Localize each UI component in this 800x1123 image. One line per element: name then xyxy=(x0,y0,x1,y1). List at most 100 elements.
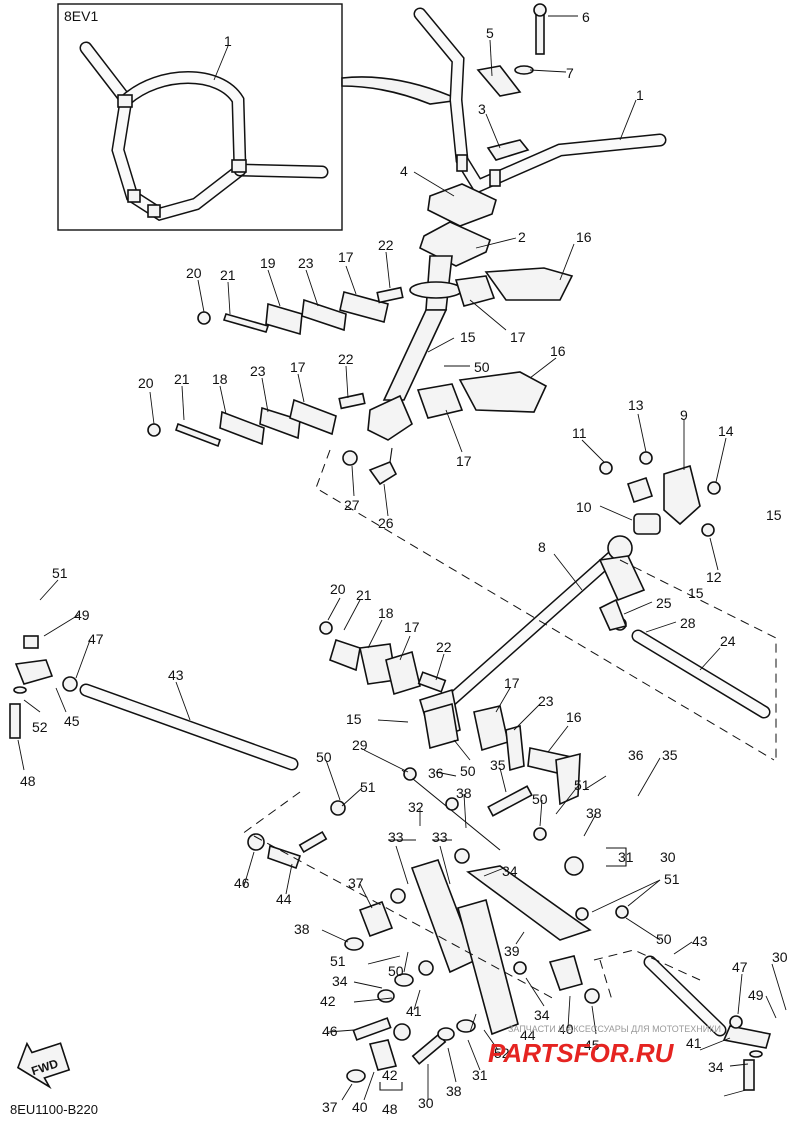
callout-labels: 1 6 5 7 3 1 4 2 16 22 20 21 19 23 17 17 … xyxy=(20,9,788,1117)
callout-29: 29 xyxy=(352,737,368,753)
callout-44-b: 40 xyxy=(558,1021,574,1037)
callout-26: 26 xyxy=(378,515,394,531)
inset-title: 8EV1 xyxy=(64,8,98,24)
callout-30-a: 30 xyxy=(660,849,676,865)
callout-7: 7 xyxy=(566,65,574,81)
callout-30-b: 44 xyxy=(520,1027,536,1043)
callout-15-d: 15 xyxy=(346,711,362,727)
inset-handlebar xyxy=(79,41,329,222)
callout-23-a: 23 xyxy=(298,255,314,271)
callout-43-b: 43 xyxy=(692,933,708,949)
tie-rod-24 xyxy=(631,629,771,719)
callout-23-b: 23 xyxy=(250,363,266,379)
callout-36-b: 36 xyxy=(628,747,644,763)
callout-22-b: 22 xyxy=(338,351,354,367)
callout-42-a: 42 xyxy=(320,993,336,1009)
callout-51-b: 51 xyxy=(360,779,376,795)
callout-52-b: 34 xyxy=(708,1059,724,1075)
drawing-code: 8EU1100-B220 xyxy=(10,1102,98,1117)
callout-17-c: 17 xyxy=(290,359,306,375)
callout-43-a: 43 xyxy=(168,667,184,683)
callout-8: 8 xyxy=(538,539,546,555)
inset-panel: 8EV1 xyxy=(57,3,463,231)
callout-22-c: 22 xyxy=(436,639,452,655)
callout-18-a: 18 xyxy=(212,371,228,387)
tie-rod-43-left xyxy=(9,635,299,771)
callout-25: 25 xyxy=(656,595,672,611)
callout-36-a: 36 xyxy=(428,765,444,781)
callout-34-d: 31 xyxy=(472,1067,488,1083)
callout-32: 32 xyxy=(408,799,424,815)
callout-38-a: 38 xyxy=(456,785,472,801)
callout-40-a: 46 xyxy=(322,1023,338,1039)
upper-tie-rod-row-1 xyxy=(197,267,574,336)
callout-49-a: 49 xyxy=(74,607,90,623)
callout-35-b: 35 xyxy=(662,747,678,763)
ball-joint-upper xyxy=(342,447,398,486)
callout-9: 9 xyxy=(680,407,688,423)
callout-17-f: 17 xyxy=(504,675,520,691)
callout-1: 1 xyxy=(636,87,644,103)
tie-rod-43-right xyxy=(643,955,772,1091)
callout-41-b: 52 xyxy=(494,1045,510,1061)
callout-21-b: 21 xyxy=(174,371,190,387)
callout-15-b: 15 xyxy=(766,507,782,523)
callout-33-a: 33 xyxy=(388,829,404,845)
leader-lines xyxy=(17,15,787,1101)
callout-16-a: 16 xyxy=(576,229,592,245)
callout-51-a: 51 xyxy=(52,565,68,581)
middle-link-cluster xyxy=(319,621,581,806)
callout-21-a: 21 xyxy=(220,267,236,283)
callout-17-a: 17 xyxy=(338,249,354,265)
callout-14: 14 xyxy=(718,423,734,439)
callout-46-b: 45 xyxy=(584,1037,600,1053)
callout-50-a: 50 xyxy=(474,359,490,375)
callout-10: 10 xyxy=(576,499,592,515)
callout-31-a: 31 xyxy=(618,849,634,865)
steering-shaft xyxy=(367,255,463,441)
callout-40-b: 30 xyxy=(418,1095,434,1111)
callout-6: 6 xyxy=(582,9,590,25)
callout-49-b: 49 xyxy=(748,987,764,1003)
callout-19: 19 xyxy=(260,255,276,271)
bracket-group xyxy=(599,451,721,537)
callout-50-f: 50 xyxy=(656,931,672,947)
handlebar-assembly xyxy=(413,3,667,267)
upper-tie-rod-row-2 xyxy=(147,371,548,448)
callout-42-b: 38 xyxy=(446,1083,462,1099)
callout-18-b: 18 xyxy=(378,605,394,621)
callout-34-b: 34 xyxy=(332,973,348,989)
lower-linkage xyxy=(247,767,629,1083)
callout-51-f: 30 xyxy=(772,949,788,965)
callout-20-b: 20 xyxy=(138,375,154,391)
callout-48-a: 48 xyxy=(20,773,36,789)
fwd-arrow: FWD xyxy=(16,1041,71,1090)
callout-51-c: 51 xyxy=(574,777,590,793)
callout-46-a: 46 xyxy=(234,875,250,891)
callout-23-c: 23 xyxy=(538,693,554,709)
callout-15-a: 15 xyxy=(460,329,476,345)
callout-28: 28 xyxy=(680,615,696,631)
callout-4: 4 xyxy=(400,163,408,179)
watermark: ЗАПЧАСТИ И АКСЕССУАРЫ ДЛЯ МОТОТЕХНИКИ PA… xyxy=(488,1024,721,1068)
callout-52-a: 52 xyxy=(32,719,48,735)
callout-5: 5 xyxy=(486,25,494,41)
watermark-logo: PARTSFOR.RU xyxy=(488,1038,675,1068)
callout-13: 13 xyxy=(628,397,644,413)
callout-17-d: 17 xyxy=(456,453,472,469)
callout-38-c: 38 xyxy=(294,921,310,937)
callout-2: 2 xyxy=(518,229,526,245)
callout-45-a: 45 xyxy=(64,713,80,729)
callout-47-b: 47 xyxy=(732,959,748,975)
callout-24: 24 xyxy=(720,633,736,649)
callout-45-b: 41 xyxy=(686,1035,702,1051)
callout-33-b: 33 xyxy=(432,829,448,845)
callout-17-e: 17 xyxy=(404,619,420,635)
callout-17-b: 17 xyxy=(510,329,526,345)
callout-3: 3 xyxy=(478,101,486,117)
callout-37-b: 40 xyxy=(352,1099,368,1115)
callout-16-b: 16 xyxy=(550,343,566,359)
callout-21-c: 21 xyxy=(356,587,372,603)
callout-38-b: 38 xyxy=(586,805,602,821)
callout-35-a: 35 xyxy=(490,757,506,773)
